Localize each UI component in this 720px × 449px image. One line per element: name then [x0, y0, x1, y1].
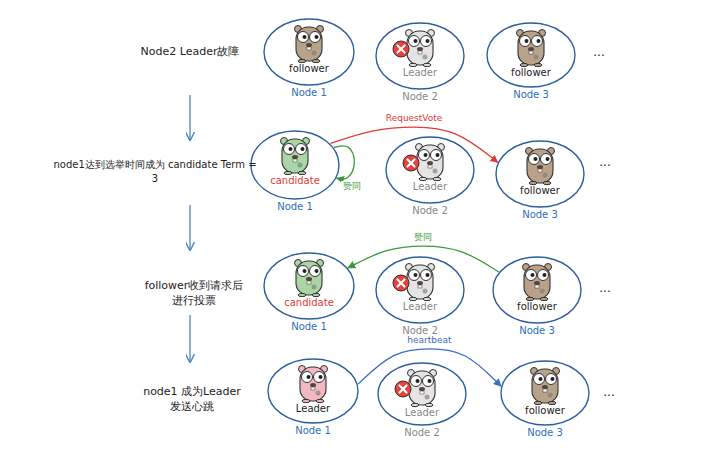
node-name: Node 2	[375, 205, 485, 217]
raft-node: LeaderNode 2	[375, 256, 465, 324]
node-outline	[375, 256, 465, 324]
node-ellipse	[496, 141, 584, 207]
node-ellipse	[376, 257, 464, 323]
node-outline	[500, 360, 590, 426]
role-text: Leader	[385, 181, 475, 193]
node-ellipse	[251, 131, 339, 199]
raft-node: candidateNode 1	[263, 252, 355, 320]
node-name: Node 3	[482, 325, 592, 337]
role-text: Leader	[377, 407, 467, 419]
raft-node: candidateNode 1	[250, 130, 340, 200]
gopher-figure	[406, 30, 435, 67]
step-arrow	[189, 95, 190, 140]
message-label: 赞同	[412, 232, 434, 243]
node-outline	[263, 18, 355, 86]
gopher-figure	[517, 30, 546, 67]
raft-node: LeaderNode 1	[267, 358, 359, 424]
raft-node: LeaderNode 2	[385, 136, 475, 204]
node-name: Node 2	[365, 91, 475, 103]
role-text: follower	[486, 67, 576, 79]
node-outline	[492, 256, 582, 324]
step-arrow	[189, 315, 190, 362]
node-name: Node 3	[476, 89, 586, 101]
raft-node: followerNode 3	[492, 256, 582, 324]
step-note: ...	[590, 280, 620, 296]
step-note: ...	[594, 384, 624, 400]
raft-node: followerNode 3	[495, 140, 585, 208]
node-name: Node 3	[485, 209, 595, 221]
node-outline	[486, 22, 576, 88]
node-outline	[495, 140, 585, 208]
node-name: Node 2	[367, 427, 477, 439]
step-note: node1达到选举时间成为 candidate Term = 3	[50, 158, 260, 186]
gopher-figure	[406, 264, 435, 301]
node-outline	[375, 22, 465, 90]
step-note: Node2 Leader故障	[130, 44, 250, 59]
message-label: 赞同	[341, 181, 363, 192]
step-note: ...	[590, 154, 620, 170]
raft-node: followerNode 3	[486, 22, 576, 88]
gopher-figure	[295, 260, 324, 297]
step-arrow	[189, 205, 190, 250]
gopher-figure	[299, 366, 328, 403]
gopher-figure	[531, 368, 560, 405]
failure-mark	[393, 275, 409, 291]
node-ellipse	[487, 23, 575, 87]
node-outline	[263, 252, 355, 320]
node-ellipse	[493, 257, 581, 323]
failure-mark	[395, 381, 411, 397]
role-text: Leader	[267, 403, 359, 415]
role-text: follower	[500, 405, 590, 417]
node-outline	[267, 358, 359, 424]
role-text: follower	[495, 185, 585, 197]
node-name: Node 1	[240, 201, 350, 213]
message-label: RequestVote	[384, 113, 445, 124]
gopher-figure	[523, 264, 552, 301]
role-text: follower	[492, 301, 582, 313]
gopher-figure	[408, 370, 437, 407]
raft-node: LeaderNode 2	[377, 362, 467, 426]
node-outline	[385, 136, 475, 204]
node-ellipse	[378, 363, 466, 425]
raft-node: LeaderNode 2	[375, 22, 465, 90]
node-name: Node 1	[253, 87, 365, 99]
step-note: ...	[584, 44, 614, 60]
node-ellipse	[501, 361, 589, 425]
failure-mark	[393, 41, 409, 57]
failure-mark	[403, 155, 419, 171]
step-note: follower收到请求后 进行投票	[128, 278, 260, 308]
node-name: Node 1	[253, 321, 365, 333]
node-ellipse	[376, 23, 464, 89]
role-text: Leader	[375, 301, 465, 313]
gopher-figure	[416, 144, 445, 181]
node-name: Node 1	[257, 425, 369, 437]
role-text: candidate	[263, 297, 355, 309]
gopher-figure	[281, 138, 310, 175]
message-label: heartbeat	[405, 335, 453, 346]
role-text: Leader	[375, 67, 465, 79]
node-outline	[250, 130, 340, 200]
gopher-figure	[295, 26, 324, 63]
raft-node: followerNode 3	[500, 360, 590, 426]
node-ellipse	[264, 19, 354, 85]
raft-node: followerNode 1	[263, 18, 355, 86]
role-text: candidate	[250, 175, 340, 187]
node-name: Node 3	[490, 427, 600, 439]
gopher-figure	[526, 148, 555, 185]
role-text: follower	[263, 63, 355, 75]
node-ellipse	[268, 359, 358, 423]
node-ellipse	[386, 137, 474, 203]
step-note: node1 成为Leader 发送心跳	[128, 384, 256, 414]
node-ellipse	[264, 253, 354, 319]
